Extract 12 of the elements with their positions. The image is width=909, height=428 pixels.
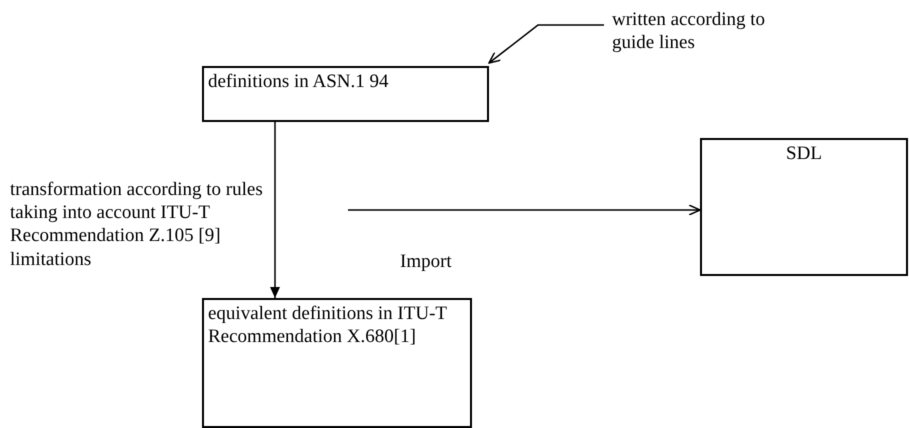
process-box — [202, 298, 472, 428]
edge-label: Import — [400, 250, 453, 274]
box-text: definitions in ASN.1 94 — [208, 70, 390, 94]
process-box — [202, 66, 489, 122]
box-text: equivalent definitions in ITU-T Recommendation X.680[1] — [208, 302, 448, 348]
arrow — [270, 122, 280, 298]
box-text: SDL — [785, 142, 823, 166]
process-box — [700, 138, 908, 276]
arrow — [348, 204, 701, 216]
edge-label: transformation according to rules taking into account ITU-T Recommendation Z.105 [9] limitations — [10, 178, 264, 271]
note-text: written according to guide lines — [612, 8, 766, 54]
arrow — [488, 24, 604, 64]
